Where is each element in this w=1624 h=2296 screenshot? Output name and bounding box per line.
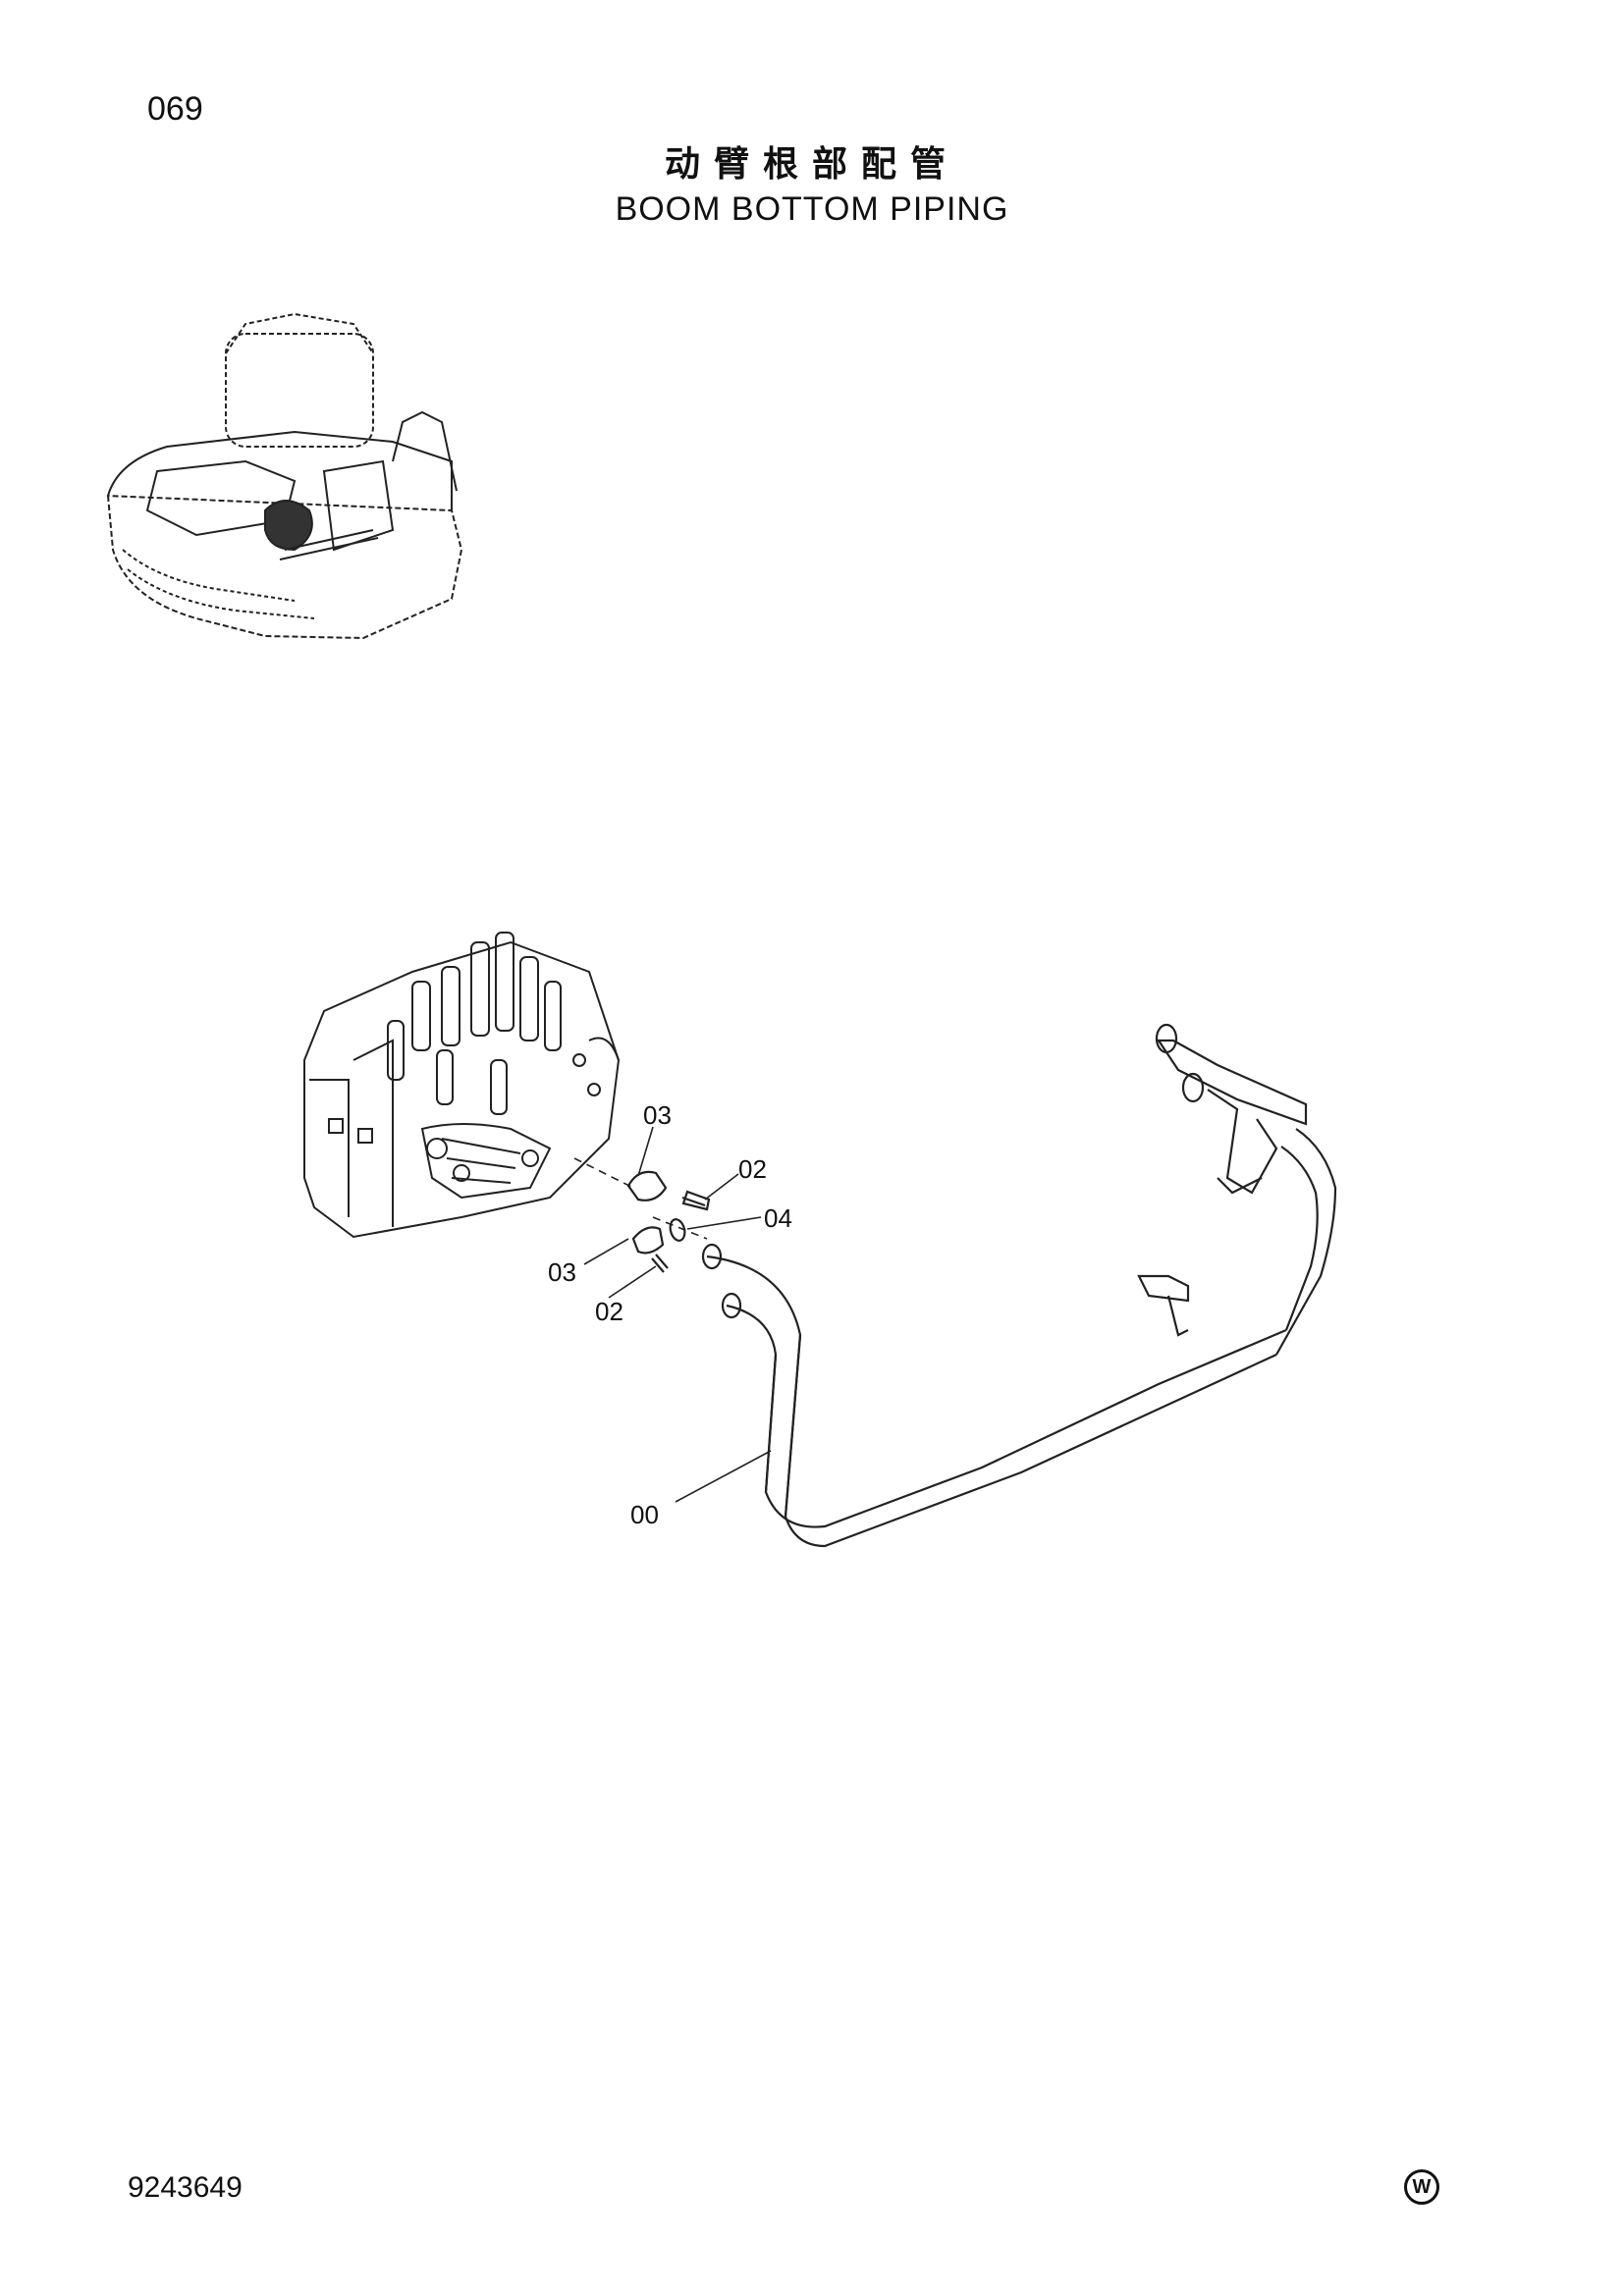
callout-03-upper: 03	[643, 1100, 672, 1130]
callout-02-upper: 02	[738, 1154, 767, 1184]
boom-bottom-pipe-assembly	[701, 1023, 1337, 1548]
clamp-part-03-upper	[626, 1170, 668, 1201]
assembly-lines	[573, 1157, 708, 1240]
fittings	[626, 1170, 711, 1273]
title-english: BOOM BOTTOM PIPING	[615, 190, 1009, 228]
callout-04: 04	[764, 1203, 792, 1233]
machine-overview-illustration	[106, 312, 463, 640]
circled-w-mark: W	[1404, 2169, 1439, 2205]
bolt-part-02-upper	[681, 1190, 711, 1211]
callout-00: 00	[630, 1500, 659, 1529]
o-ring-part-04	[669, 1218, 686, 1242]
title-chinese: 动臂根部配管	[664, 144, 959, 185]
document-code: 9243649	[128, 2171, 243, 2204]
page-number: 069	[147, 90, 203, 128]
leader-lines	[583, 1126, 772, 1503]
callout-03-lower: 03	[548, 1257, 576, 1287]
control-valve-block	[303, 932, 621, 1239]
bolt-part-02-lower	[651, 1254, 669, 1273]
callout-02-lower: 02	[595, 1297, 623, 1326]
clamp-part-03-lower	[631, 1226, 665, 1255]
